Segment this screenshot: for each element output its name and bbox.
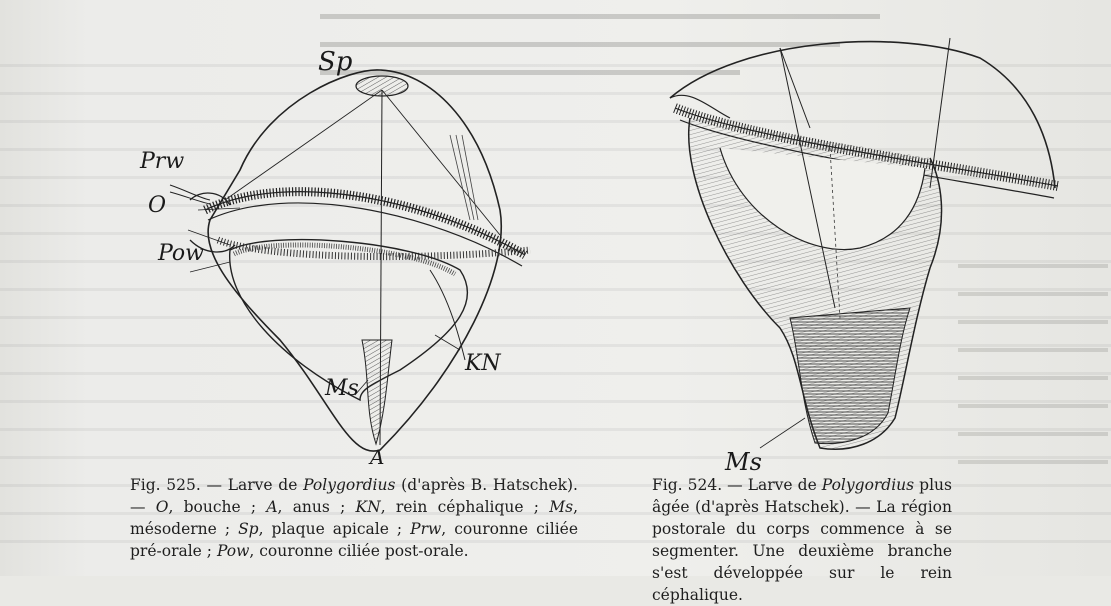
label-sp: Sp <box>318 47 353 77</box>
caption-genus: Polygordius <box>822 476 914 494</box>
figure-524-caption: Fig. 524. — Larve de Polygordius plus âg… <box>652 474 952 606</box>
figure-525-illustration: Sp Prw O Pow KN Ms A <box>130 40 560 480</box>
mesoderm <box>362 340 392 444</box>
caption-text: , rein céphalique ; <box>381 498 550 516</box>
head-kidney <box>430 270 465 360</box>
caption-abbr: Ms <box>549 498 573 516</box>
caption-abbr: Prw <box>410 520 441 538</box>
label-o: O <box>148 193 166 218</box>
caption-text: — Larve de <box>722 476 822 494</box>
label-ms: Ms <box>324 376 359 401</box>
caption-abbr: A <box>266 498 277 516</box>
caption-abbr: Sp <box>238 520 259 538</box>
label-pow: Pow <box>157 241 204 266</box>
figure-525-caption: Fig. 525. — Larve de Polygordius (d'aprè… <box>130 474 578 562</box>
caption-abbr: KN <box>356 498 381 516</box>
caption-text: plus âgée (d'après Hatschek). — La régio… <box>652 476 952 604</box>
caption-fig-number: Fig. 525. <box>130 476 201 494</box>
caption-text: , couronne ciliée post-orale. <box>249 542 468 560</box>
caption-text: , plaque apicale ; <box>259 520 411 538</box>
label-kn: KN <box>464 351 501 376</box>
label-a: A <box>368 445 384 469</box>
caption-genus: Polygordius <box>303 476 395 494</box>
caption-abbr: Pow <box>217 542 249 560</box>
label-ms: Ms <box>724 448 762 476</box>
caption-text: , anus ; <box>278 498 356 516</box>
label-prw: Prw <box>139 149 184 174</box>
caption-text: , bouche ; <box>168 498 266 516</box>
caption-fig-number: Fig. 524. <box>652 476 722 494</box>
book-page: Sp Prw O Pow KN Ms A <box>0 0 1111 576</box>
caption-abbr: O <box>156 498 169 516</box>
caption-text: — Larve de <box>201 476 303 494</box>
figure-524-illustration: Ms <box>630 18 1060 478</box>
